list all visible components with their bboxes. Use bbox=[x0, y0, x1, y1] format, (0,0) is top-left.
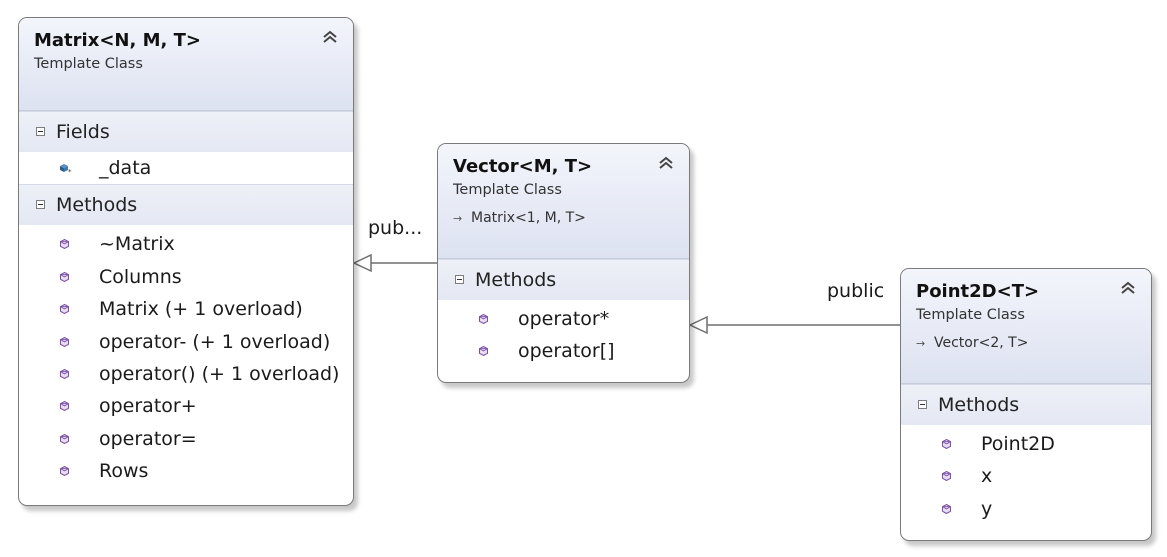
method-item[interactable]: operator= bbox=[19, 423, 353, 455]
methods-section-header[interactable]: Methods bbox=[901, 384, 1151, 425]
method-name: Rows bbox=[99, 460, 149, 483]
method-name: operator* bbox=[518, 308, 610, 330]
class-shape-matrix[interactable]: Matrix<N, M, T> Template Class Fields * … bbox=[18, 17, 354, 506]
section-label: Methods bbox=[56, 194, 138, 217]
method-name: Matrix (+ 1 overload) bbox=[99, 298, 303, 321]
inheritance-arrowhead bbox=[688, 315, 708, 335]
inheritance-connector-point2d-vector[interactable] bbox=[688, 315, 900, 335]
base-type: → Vector<2, T> bbox=[916, 333, 1139, 354]
method-name: operator() (+ 1 overload) bbox=[99, 362, 340, 385]
method-icon bbox=[942, 471, 951, 482]
class-shape-vector[interactable]: Vector<M, T> Template Class → Matrix<1, M… bbox=[437, 143, 690, 383]
class-stereotype: Template Class bbox=[34, 56, 143, 72]
section-label: Fields bbox=[56, 121, 110, 143]
class-header: Matrix<N, M, T> Template Class bbox=[19, 18, 353, 111]
connector-label-point2d-vector: public bbox=[827, 280, 885, 302]
method-item[interactable]: operator* bbox=[438, 303, 689, 335]
method-icon bbox=[60, 466, 69, 477]
collapse-toggle-icon[interactable] bbox=[36, 200, 45, 210]
method-item[interactable]: y bbox=[901, 493, 1151, 525]
method-item[interactable]: Rows bbox=[19, 455, 353, 487]
method-name: operator+ bbox=[99, 395, 197, 418]
base-type-name: Vector<2, T> bbox=[934, 335, 1029, 351]
section-label: Methods bbox=[475, 269, 557, 291]
collapse-chevron-icon[interactable] bbox=[1119, 279, 1137, 297]
collapse-chevron-icon[interactable] bbox=[657, 154, 675, 172]
method-name: y bbox=[981, 497, 993, 520]
method-name: Point2D bbox=[981, 433, 1055, 455]
class-header: Point2D<T> Template Class → Vector<2, T> bbox=[901, 269, 1151, 384]
inheritance-arrowhead bbox=[352, 253, 372, 273]
collapse-chevron-icon[interactable] bbox=[321, 28, 339, 46]
field-name: _data bbox=[99, 157, 152, 179]
fields-section-header[interactable]: Fields bbox=[19, 111, 353, 152]
base-type-name: Matrix<1, M, T> bbox=[471, 210, 586, 226]
method-item[interactable]: Point2D bbox=[901, 428, 1151, 460]
method-icon bbox=[60, 368, 69, 379]
class-title: Matrix<N, M, T> bbox=[34, 30, 201, 51]
base-type: → Matrix<1, M, T> bbox=[453, 208, 677, 229]
method-icon bbox=[942, 503, 951, 514]
method-name: operator[] bbox=[518, 340, 615, 363]
inheritance-connector-vector-matrix[interactable] bbox=[352, 253, 437, 273]
class-title: Vector<M, T> bbox=[453, 156, 593, 177]
method-icon bbox=[479, 346, 488, 357]
method-name: operator- (+ 1 overload) bbox=[99, 330, 331, 353]
class-shape-point2d[interactable]: Point2D<T> Template Class →Vector<2, T> … bbox=[900, 268, 1152, 541]
method-item[interactable]: ~Matrix bbox=[19, 228, 353, 260]
collapse-toggle-icon[interactable] bbox=[455, 275, 464, 284]
method-name: Columns bbox=[99, 265, 182, 288]
method-icon bbox=[60, 401, 69, 412]
collapse-toggle-icon[interactable] bbox=[918, 400, 927, 409]
section-label: Methods bbox=[938, 394, 1020, 416]
method-icon bbox=[942, 439, 951, 449]
method-item[interactable]: operator() (+ 1 overload) bbox=[19, 358, 353, 390]
collapse-toggle-icon[interactable] bbox=[36, 127, 45, 136]
methods-section-header[interactable]: Methods bbox=[438, 259, 689, 300]
field-item[interactable]: * _data bbox=[19, 152, 353, 184]
method-item[interactable]: operator[] bbox=[438, 335, 689, 367]
class-header: Vector<M, T> Template Class → Matrix<1, M… bbox=[438, 144, 689, 259]
field-icon: * bbox=[60, 164, 72, 174]
method-item[interactable]: operator- (+ 1 overload) bbox=[19, 326, 353, 358]
base-arrow-icon: → bbox=[453, 212, 463, 225]
method-item[interactable]: x bbox=[901, 460, 1151, 492]
method-item[interactable]: Columns bbox=[19, 261, 353, 293]
method-icon bbox=[60, 433, 69, 444]
class-stereotype: Template Class bbox=[916, 307, 1025, 323]
class-stereotype: Template Class bbox=[453, 182, 562, 198]
methods-section-header[interactable]: Methods bbox=[19, 184, 353, 226]
class-title: Point2D<T> bbox=[916, 281, 1040, 302]
method-icon bbox=[60, 271, 69, 282]
method-item[interactable]: Matrix (+ 1 overload) bbox=[19, 293, 353, 325]
method-icon bbox=[60, 239, 69, 250]
base-arrow-icon: → bbox=[916, 337, 926, 350]
svg-text:*: * bbox=[68, 168, 72, 174]
method-item[interactable]: operator+ bbox=[19, 390, 353, 422]
method-icon bbox=[479, 314, 488, 324]
method-icon bbox=[60, 336, 69, 347]
connector-label-vector-matrix: pub... bbox=[368, 217, 423, 239]
method-name: x bbox=[981, 465, 993, 488]
method-icon bbox=[60, 304, 69, 315]
method-name: operator= bbox=[99, 427, 197, 450]
method-name: ~Matrix bbox=[99, 233, 175, 256]
